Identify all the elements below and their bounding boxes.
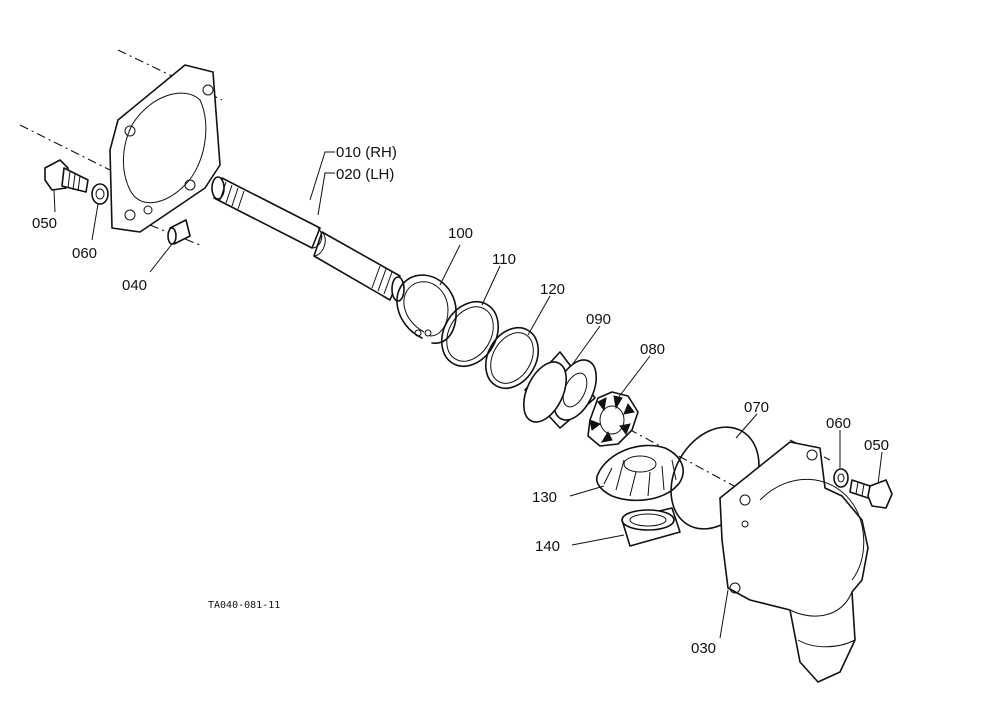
washer-060-left: [91, 183, 109, 205]
axle-shaft-010-020: [211, 176, 405, 302]
part-labels: 010 (RH) 020 (LH) 050 060 040 100 110 12…: [32, 144, 889, 657]
bearing-140: [621, 507, 681, 547]
drawing-reference: TA040-081-11: [208, 600, 280, 611]
label-040: 040: [122, 277, 147, 294]
label-060-left: 060: [72, 245, 97, 262]
ring-110: [440, 301, 500, 367]
label-050-right: 050: [864, 437, 889, 454]
bolt-050-left: [44, 159, 89, 193]
left-flange-plate: [109, 64, 221, 233]
side-gear-080: [587, 391, 639, 447]
label-120: 120: [540, 281, 565, 298]
label-010: 010 (RH): [336, 144, 397, 161]
label-030: 030: [691, 640, 716, 657]
snap-ring-100: [396, 274, 457, 344]
bearing-090: [523, 351, 597, 429]
label-050-left: 050: [32, 215, 57, 232]
label-110: 110: [492, 251, 516, 268]
label-130: 130: [532, 489, 557, 506]
label-100: 100: [448, 225, 473, 242]
label-080: 080: [640, 341, 665, 358]
leader-lines: [53, 151, 883, 639]
washer-060-right: [833, 468, 849, 488]
ring-gear-130: [596, 444, 684, 502]
pin-040: [167, 219, 191, 245]
label-060-right: 060: [826, 415, 851, 432]
bolt-050-right: [849, 479, 893, 509]
label-070: 070: [744, 399, 769, 416]
label-140: 140: [535, 538, 560, 555]
final-case-030: [719, 441, 869, 683]
label-090: 090: [586, 311, 611, 328]
label-020: 020 (LH): [336, 166, 394, 183]
ring-120: [484, 327, 540, 389]
